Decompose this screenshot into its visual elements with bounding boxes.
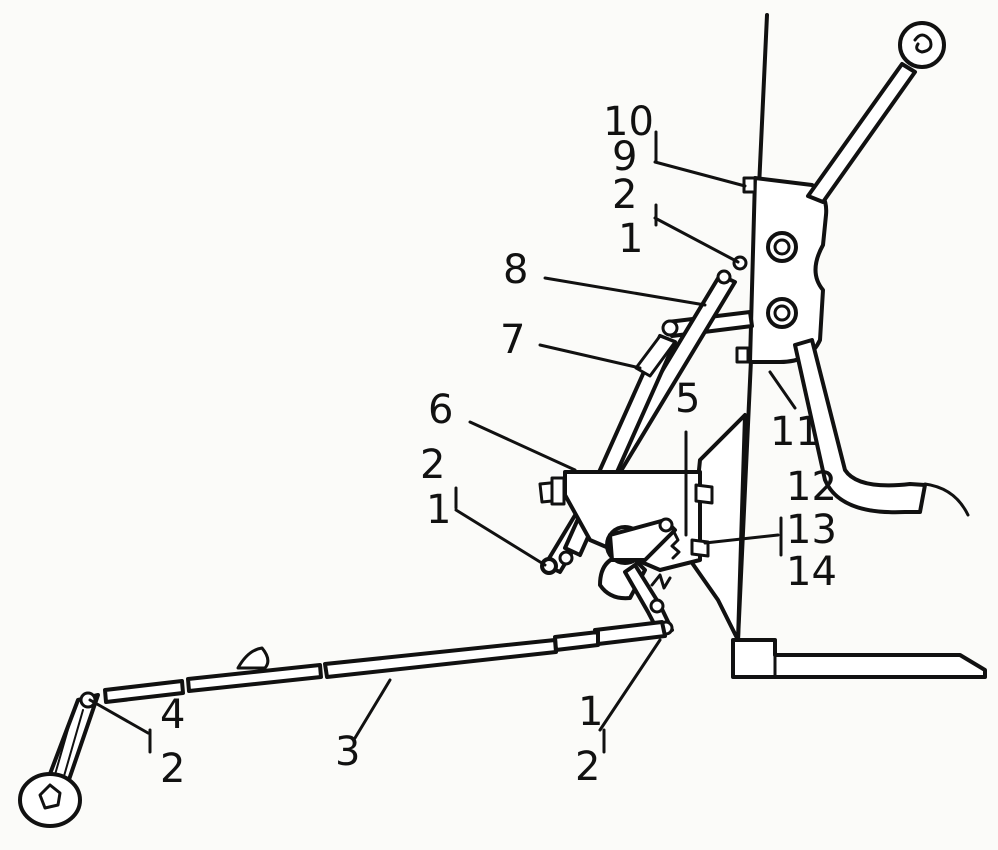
- pedal-arm: [793, 338, 970, 517]
- callout-2-bottom-left: 2: [160, 746, 185, 792]
- callout-labels: 10 9 2 1 8 7 6 5 2 1 11 12 13 14 4 2 3 1…: [160, 99, 837, 792]
- lower-lever: [18, 691, 100, 828]
- callout-6: 6: [428, 387, 453, 433]
- callout-13: 13: [786, 507, 837, 553]
- bell-crank: [598, 517, 681, 637]
- upper-bracket: [732, 176, 829, 364]
- callout-10: 10: [603, 99, 654, 145]
- leader-lines: [88, 130, 797, 754]
- callout-2-top: 2: [612, 172, 637, 218]
- callout-1-top: 1: [618, 216, 643, 262]
- callout-3: 3: [335, 729, 360, 775]
- callout-1-bottom: 1: [578, 689, 603, 735]
- callout-2-bottom: 2: [575, 744, 600, 790]
- floor-plate: [731, 638, 987, 679]
- gear-lever: [806, 21, 946, 204]
- callout-4: 4: [160, 692, 185, 738]
- push-rod-3: [103, 620, 667, 704]
- callout-8: 8: [503, 247, 528, 293]
- callout-11: 11: [770, 409, 821, 455]
- callout-7: 7: [500, 317, 525, 363]
- callout-9: 9: [612, 134, 637, 180]
- cross-link-pivot: [661, 319, 679, 337]
- callout-5: 5: [675, 376, 700, 422]
- callout-12: 12: [786, 464, 837, 510]
- callout-1-left: 1: [426, 487, 451, 533]
- callout-2-left: 2: [420, 442, 445, 488]
- callout-14: 14: [786, 549, 837, 595]
- mid-bracket: [538, 470, 714, 572]
